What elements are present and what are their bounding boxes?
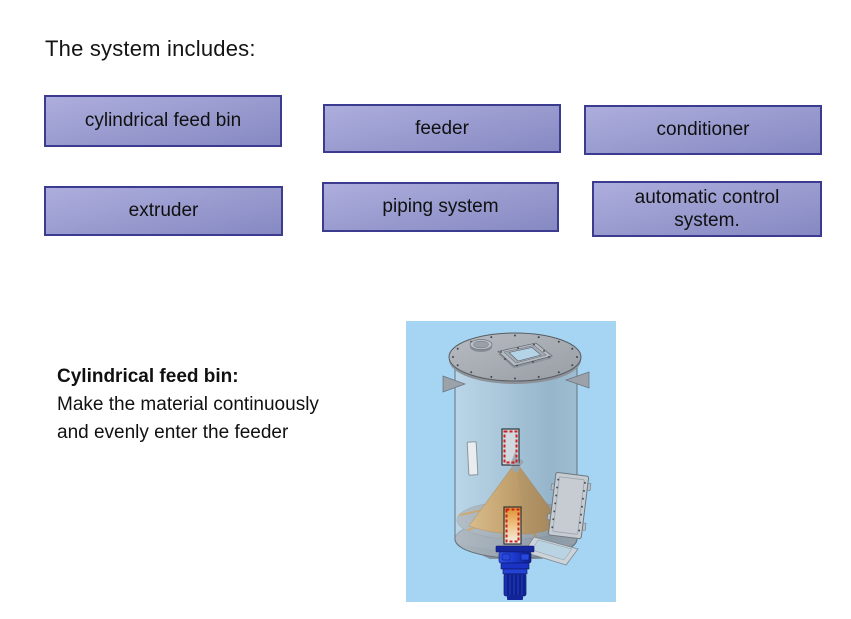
sight-glass-lower xyxy=(503,506,522,545)
box-label: extruder xyxy=(128,200,199,222)
box-label: cylindrical feed bin xyxy=(84,110,242,132)
system-box-conditioner: conditioner xyxy=(584,105,822,155)
system-box-feeder: feeder xyxy=(323,104,561,153)
system-box-automatic-control-system: automatic control system. xyxy=(592,181,822,237)
page-title: The system includes: xyxy=(45,36,256,61)
lid-bolts xyxy=(452,334,578,380)
top-hatch xyxy=(497,342,553,369)
sight-glass-upper xyxy=(501,428,520,466)
cylindrical-feed-bin-figure xyxy=(406,321,616,602)
side-window xyxy=(466,441,479,476)
description-heading: Cylindrical feed bin: xyxy=(57,366,239,387)
description-block: Cylindrical feed bin: Make the material … xyxy=(57,363,319,447)
top-port xyxy=(469,339,493,352)
box-label: feeder xyxy=(415,117,469,139)
box-label: automatic control system. xyxy=(634,186,780,231)
description-line: Make the material continuously xyxy=(57,394,319,415)
box-label: conditioner xyxy=(656,119,750,141)
support-bracket-left xyxy=(442,375,467,393)
system-box-piping-system: piping system xyxy=(322,182,559,232)
box-label: piping system xyxy=(382,196,499,218)
support-bracket-right xyxy=(564,371,590,389)
bin-motor xyxy=(495,545,535,600)
system-box-cylindrical-feed-bin: cylindrical feed bin xyxy=(44,95,282,147)
description-line: and evenly enter the feeder xyxy=(57,422,289,443)
system-box-extruder: extruder xyxy=(44,186,283,236)
inspection-door xyxy=(546,472,592,540)
